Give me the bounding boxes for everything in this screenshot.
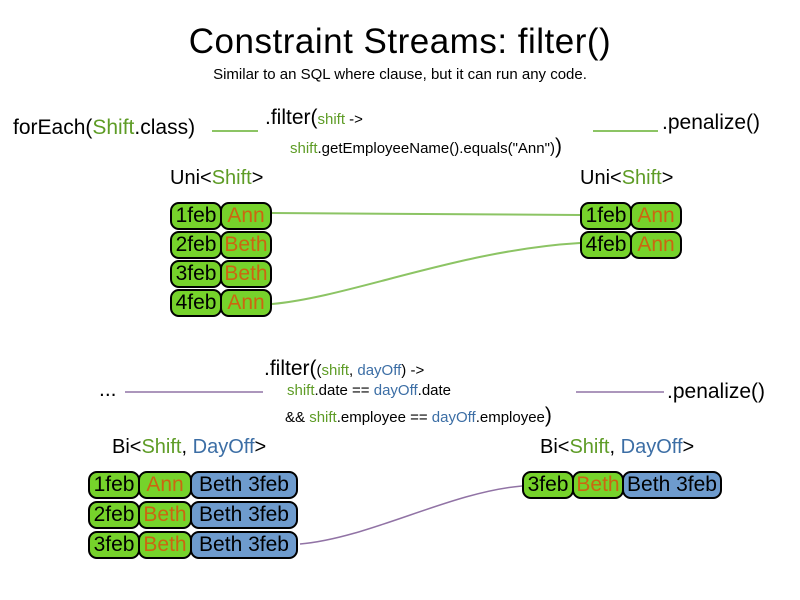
shift-date-cell: 4feb xyxy=(580,231,632,259)
code-text: , xyxy=(349,362,358,379)
type-text: > xyxy=(251,167,264,189)
code-text: .employee xyxy=(475,409,545,426)
code-arrow: -> xyxy=(345,111,363,128)
shift-employee-cell: Beth xyxy=(572,471,624,499)
shift-employee-cell: Beth xyxy=(138,501,192,529)
table-row: 3feb Beth Beth 3feb xyxy=(522,471,722,499)
code-var-dayoff: dayOff xyxy=(431,409,476,426)
type-shift: Shift xyxy=(211,167,252,189)
shift-date-cell: 1feb xyxy=(580,202,632,230)
code-text: .date xyxy=(417,382,452,399)
bi-right-header: Bi<Shift, DayOff> xyxy=(540,436,694,459)
code-var-shift: shift xyxy=(317,111,346,128)
uni-left-header: Uni<Shift> xyxy=(170,167,263,190)
shift-date-cell: 3feb xyxy=(522,471,574,499)
shift-date-cell: 2feb xyxy=(88,501,140,529)
bi-left-header: Bi<Shift, DayOff> xyxy=(112,436,266,459)
table-row: 3feb Beth xyxy=(170,260,272,288)
code-text: && xyxy=(285,409,310,426)
code-text: .filter( xyxy=(264,357,317,380)
code-ellipsis: ... xyxy=(99,378,117,401)
shift-date-cell: 1feb xyxy=(170,202,222,230)
code-text: .getEmployeeName().equals("Ann") xyxy=(317,140,555,157)
dayoff-cell: Beth 3feb xyxy=(190,501,298,529)
bi-table-left: 1feb Ann Beth 3feb 2feb Beth Beth 3feb 3… xyxy=(88,471,298,561)
dayoff-cell: Beth 3feb xyxy=(190,531,298,559)
table-row: 2feb Beth Beth 3feb xyxy=(88,501,298,529)
shift-employee-cell: Ann xyxy=(220,202,272,230)
type-text: Uni< xyxy=(580,167,622,189)
code-var-shift: shift xyxy=(287,382,315,399)
type-text: Bi< xyxy=(540,436,570,458)
code-close-paren: ) xyxy=(554,135,562,158)
type-text: , xyxy=(609,436,621,458)
table-row: 3feb Beth Beth 3feb xyxy=(88,531,298,559)
code-text: .date == xyxy=(314,382,374,399)
table-row: 1feb Ann Beth 3feb xyxy=(88,471,298,499)
code-penalize-bottom: .penalize() xyxy=(667,380,766,403)
code-var-shift: shift xyxy=(290,140,318,157)
code-var-shift: shift xyxy=(321,362,350,379)
type-shift: Shift xyxy=(141,436,182,458)
table-row: 4feb Ann xyxy=(580,231,682,259)
code-filter-line3: && shift.employee == dayOff.employee) xyxy=(285,404,552,428)
code-foreach: forEach(Shift.class) xyxy=(13,116,195,140)
code-filter-head-top: .filter(shift -> xyxy=(265,106,363,130)
shift-employee-cell: Ann xyxy=(138,471,192,499)
code-text: ) xyxy=(401,362,407,379)
code-var-shift: shift xyxy=(309,409,337,426)
shift-date-cell: 4feb xyxy=(170,289,222,317)
shift-date-cell: 3feb xyxy=(170,260,222,288)
code-text: forEach( xyxy=(13,116,93,139)
shift-employee-cell: Ann xyxy=(630,231,682,259)
code-text: ( xyxy=(316,362,322,379)
code-class-shift: Shift xyxy=(92,116,135,139)
code-filter-line2: shift.date == dayOff.date xyxy=(287,382,451,399)
type-shift: Shift xyxy=(621,167,662,189)
type-text: > xyxy=(682,436,695,458)
shift-employee-cell: Beth xyxy=(138,531,192,559)
shift-date-cell: 3feb xyxy=(88,531,140,559)
shift-employee-cell: Ann xyxy=(220,289,272,317)
page-title: Constraint Streams: filter() xyxy=(188,22,612,61)
code-text: .class) xyxy=(134,116,196,139)
uni-right-header: Uni<Shift> xyxy=(580,167,673,190)
type-text: > xyxy=(254,436,267,458)
code-text: .employee == xyxy=(336,409,432,426)
table-row: 1feb Ann xyxy=(170,202,272,230)
type-text: Bi< xyxy=(112,436,142,458)
uni-shift-table-right: 1feb Ann 4feb Ann xyxy=(580,202,682,260)
shift-employee-cell: Beth xyxy=(220,260,272,288)
connector-row-3feb-beth xyxy=(299,485,523,545)
table-row: 1feb Ann xyxy=(580,202,682,230)
dayoff-cell: Beth 3feb xyxy=(190,471,298,499)
code-filter-head-bottom: .filter((shift, dayOff) -> xyxy=(264,357,424,381)
table-row: 4feb Ann xyxy=(170,289,272,317)
uni-shift-table-left: 1feb Ann 2feb Beth 3feb Beth 4feb Ann xyxy=(170,202,272,318)
type-dayoff: DayOff xyxy=(192,436,255,458)
connector-row-4feb-ann xyxy=(271,242,581,305)
type-shift: Shift xyxy=(569,436,610,458)
shift-date-cell: 1feb xyxy=(88,471,140,499)
code-close-paren: ) xyxy=(544,404,552,427)
shift-employee-cell: Ann xyxy=(630,202,682,230)
type-text: , xyxy=(181,436,193,458)
dayoff-cell: Beth 3feb xyxy=(622,471,722,499)
code-var-dayoff: dayOff xyxy=(373,382,418,399)
bi-table-right: 3feb Beth Beth 3feb xyxy=(522,471,722,501)
table-row: 2feb Beth xyxy=(170,231,272,259)
type-text: > xyxy=(661,167,674,189)
shift-date-cell: 2feb xyxy=(170,231,222,259)
code-arrow: -> xyxy=(406,362,425,379)
code-filter-body-top: shift.getEmployeeName().equals("Ann")) xyxy=(290,135,562,159)
type-dayoff: DayOff xyxy=(620,436,683,458)
code-penalize-top: .penalize() xyxy=(662,111,761,134)
code-text: .filter( xyxy=(265,106,318,129)
code-var-dayoff: dayOff xyxy=(357,362,402,379)
page-subtitle: Similar to an SQL where clause, but it c… xyxy=(213,66,587,83)
connector-row-1feb-ann xyxy=(271,212,581,216)
shift-employee-cell: Beth xyxy=(220,231,272,259)
type-text: Uni< xyxy=(170,167,212,189)
